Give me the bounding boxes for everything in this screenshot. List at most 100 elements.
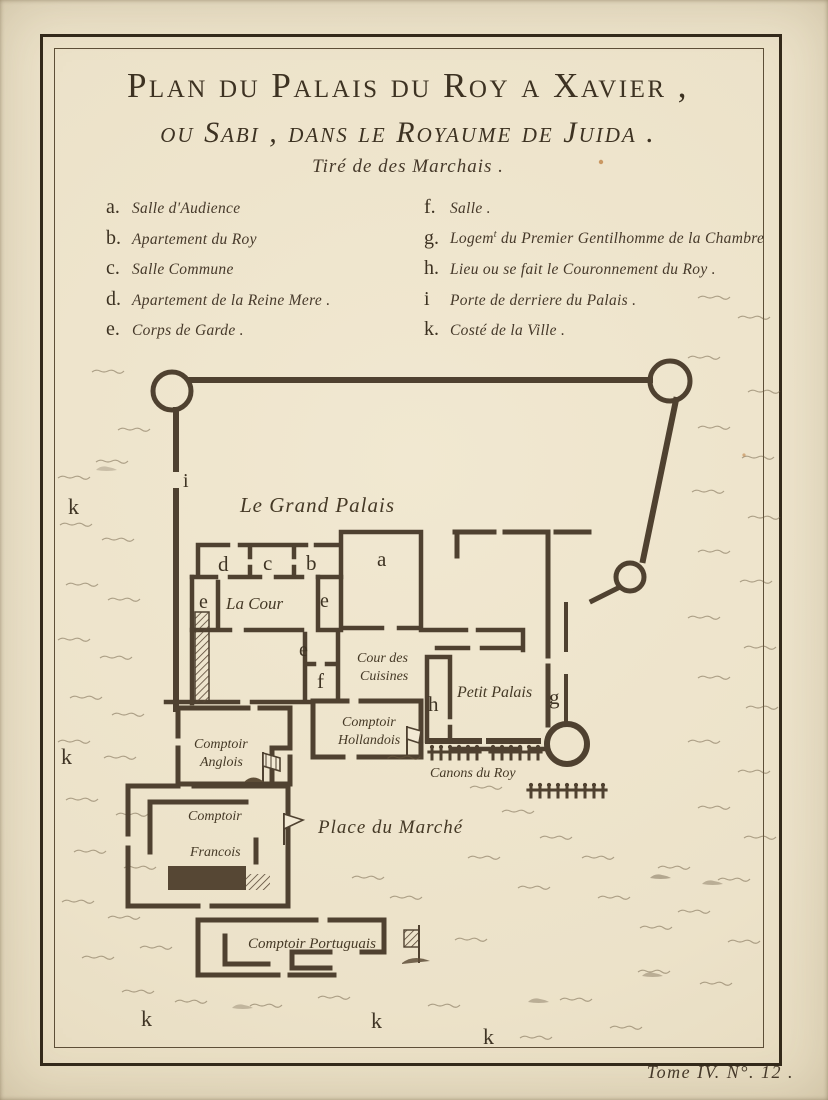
- legend-key: d.: [106, 287, 121, 310]
- room-letter-e3: e: [299, 639, 308, 661]
- legend-item-a: a. Salle d'Audience: [106, 196, 406, 227]
- legend-key: a.: [106, 196, 120, 218]
- legend-item-h: h. Lieu ou se fait le Couronnement du Ro…: [424, 257, 774, 288]
- legend-label-superscript: t: [493, 229, 497, 241]
- label-comptoir-portuguais: Comptoir Portuguais: [248, 936, 376, 952]
- paper-fleck: [598, 159, 604, 165]
- legend-label: Lieu ou se fait le Couronnement du Roy .: [450, 261, 716, 278]
- legend-column-right: f. Salle . g. Logemt du Premier Gentilho…: [424, 196, 774, 349]
- east-court-walls: [418, 627, 526, 653]
- la-cour-walls: [189, 574, 344, 633]
- legend-label: Costé de la Ville .: [450, 322, 566, 339]
- map-title-line1: Plan du Palais du Roy a Xavier ,: [126, 66, 690, 105]
- legend-label: Porte de derriere du Palais .: [450, 291, 637, 309]
- comptoir-francois: [125, 783, 306, 909]
- room-letter-e2: e: [320, 590, 329, 612]
- label-comptoir-francois-1: Comptoir: [188, 809, 242, 824]
- room-letter-i: i: [183, 470, 189, 492]
- label-canons-du-roy: Canons du Roy: [430, 766, 516, 781]
- room-letter-a: a: [377, 547, 387, 571]
- east-diagonal-wall: [639, 396, 680, 564]
- comptoir-hollandois: [310, 698, 424, 760]
- room-letter-b: b: [306, 551, 317, 575]
- portuguais-flag: [403, 929, 420, 948]
- label-k-5: k: [483, 1024, 494, 1049]
- room-letter-e1: e: [199, 591, 208, 613]
- legend-label: Salle Commune: [132, 261, 234, 278]
- outer-wall: [150, 358, 693, 767]
- room-letter-d: d: [218, 552, 229, 576]
- tower-east: [613, 560, 647, 594]
- palace-east-wall: [452, 529, 592, 728]
- label-comptoir-anglois-2: Anglois: [199, 755, 243, 770]
- label-cour-des-cuisines-2: Cuisines: [360, 669, 409, 684]
- francois-dark-block: [168, 866, 246, 890]
- comptoir-portuguais: [195, 917, 430, 978]
- room-letter-h: h: [428, 692, 439, 716]
- label-comptoir-francois-2: Francois: [189, 845, 241, 860]
- legend-key: h.: [424, 257, 439, 279]
- legend-key: b.: [106, 226, 121, 249]
- legend-label: Salle d'Audience: [132, 200, 241, 217]
- francois-flag: [283, 812, 306, 831]
- label-k-1: k: [68, 494, 79, 519]
- room-letter-f: f: [317, 669, 324, 693]
- map-source-note: Tiré de des Marchais .: [312, 156, 504, 177]
- hatched-wall-west: [194, 611, 210, 704]
- legend-item-i: i Porte de derriere du Palais .: [424, 288, 774, 319]
- tower-northeast: [647, 358, 693, 404]
- anglois-flag-stripes: [265, 753, 277, 771]
- label-place-du-marche: Place du Marché: [317, 817, 464, 838]
- legend-key: i: [424, 287, 430, 310]
- tower-northwest: [150, 369, 194, 413]
- paper-fleck: [742, 453, 746, 457]
- legend-key: g.: [424, 226, 439, 249]
- portuguais-walls: [195, 917, 387, 978]
- legend-item-g: g. Logemt du Premier Gentilhomme de la C…: [424, 227, 774, 258]
- legend-label-part: Logem: [450, 230, 494, 248]
- room-a: [338, 529, 424, 631]
- legend-item-e: e. Corps de Garde .: [106, 318, 406, 349]
- rooms-dcb: [189, 542, 344, 580]
- legend-key: c.: [106, 257, 120, 279]
- hollandois-flag: [406, 725, 422, 745]
- comptoir-anglois: [175, 705, 293, 787]
- room-letter-g: g: [549, 685, 560, 709]
- ef-rooms: [302, 631, 341, 703]
- tower-southeast: [544, 721, 590, 767]
- legend-label: Logemt du Premier Gentilhomme de la Cham…: [450, 229, 764, 248]
- map-inner-border: [54, 48, 764, 1048]
- legend-key: e.: [106, 318, 120, 340]
- legend-key: f.: [424, 196, 436, 218]
- anglois-flag-mound: [244, 777, 264, 782]
- legend-item-b: b. Apartement du Roy: [106, 227, 406, 258]
- francois-hatch-block: [246, 874, 270, 890]
- legend-label: Apartement de la Reine Mere .: [132, 291, 331, 309]
- canons-du-roy-row2: [526, 782, 608, 799]
- hollandois-walls: [310, 698, 424, 760]
- label-comptoir-hollandois-2: Hollandois: [337, 733, 401, 748]
- legend-column-left: a. Salle d'Audience b. Apartement du Roy…: [106, 196, 406, 349]
- label-k-4: k: [371, 1008, 382, 1033]
- legend-item-f: f. Salle .: [424, 196, 774, 227]
- map-title-line2: ou Sabi , dans le Royaume de Juida .: [160, 116, 656, 149]
- francois-walls: [125, 783, 291, 909]
- west-range-walls: [163, 627, 315, 706]
- h-corridor: [424, 654, 453, 744]
- legend-label: Salle .: [450, 200, 491, 217]
- label-k-2: k: [61, 744, 72, 769]
- label-la-cour: La Cour: [225, 594, 284, 613]
- label-cour-des-cuisines-1: Cour des: [357, 651, 409, 666]
- legend-item-k: k. Costé de la Ville .: [424, 318, 774, 349]
- legend-key: k.: [424, 318, 439, 340]
- grand-palais-walls: [163, 529, 550, 752]
- label-k-3: k: [141, 1006, 152, 1031]
- legend-label: Corps de Garde .: [132, 322, 244, 339]
- legend-item-d: d. Apartement de la Reine Mere .: [106, 288, 406, 319]
- label-petit-palais: Petit Palais: [456, 684, 532, 701]
- label-grand-palais: Le Grand Palais: [239, 493, 395, 517]
- legend-label-part: du Premier Gentilhomme de la Chambre: [496, 230, 765, 248]
- label-comptoir-anglois-1: Comptoir: [194, 737, 248, 752]
